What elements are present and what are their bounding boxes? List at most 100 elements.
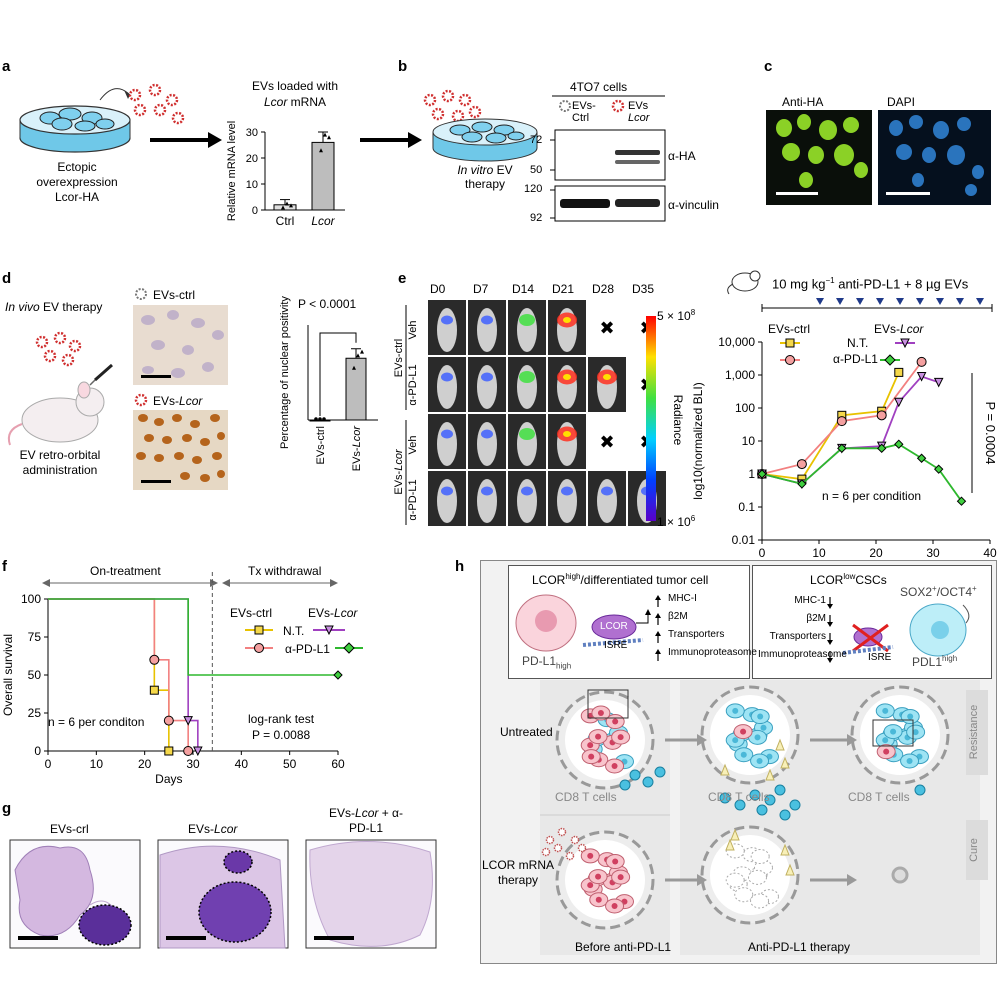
nucleus bbox=[890, 728, 897, 735]
down-item: Immunoproteasome bbox=[758, 649, 847, 660]
mouse-silhouette bbox=[477, 365, 497, 409]
x-tick-label: 40 bbox=[235, 757, 249, 771]
survival-line bbox=[48, 598, 338, 676]
label-dapi: DAPI bbox=[887, 95, 916, 109]
ev-icon-ctrl-d bbox=[135, 288, 147, 300]
mouse-silhouette bbox=[557, 479, 577, 523]
nucleus bbox=[740, 728, 747, 735]
y-tick-label: 20 bbox=[246, 153, 258, 165]
data-point bbox=[836, 416, 847, 427]
sox-oct-label: SOX2+/OCT4+ bbox=[900, 584, 977, 599]
nucleus bbox=[883, 748, 890, 755]
data-point bbox=[956, 496, 967, 506]
dosing-text: 10 mg kg bbox=[772, 276, 826, 292]
in-vitro-caption: In vitro EV therapy bbox=[430, 163, 540, 191]
bli-signal bbox=[519, 314, 535, 326]
data-point bbox=[796, 459, 807, 470]
event-marker bbox=[149, 685, 159, 695]
panel-a-graphics bbox=[19, 83, 422, 153]
bli-image-grid: D0 D7 D14 D21 D28 D35 bbox=[420, 282, 715, 532]
colorbar-bottom: 1 × 106 bbox=[657, 514, 695, 529]
cd8-t-cell bbox=[789, 799, 801, 811]
data-point bbox=[318, 417, 322, 421]
ev-particle bbox=[557, 827, 567, 837]
x-tick-label: 0 bbox=[759, 546, 766, 560]
x-tick-label: 0 bbox=[45, 757, 52, 771]
day-label: D0 bbox=[430, 282, 446, 296]
nucleus bbox=[595, 873, 602, 880]
dead-cell bbox=[748, 869, 768, 885]
mouse-silhouette bbox=[597, 479, 617, 523]
label-prefix: EVs- bbox=[188, 822, 215, 836]
caption-italic: In vitro bbox=[457, 163, 494, 177]
dead-mark: ✖ bbox=[599, 318, 614, 338]
ev-particles-a bbox=[128, 83, 185, 125]
radiance-colorbar bbox=[646, 316, 656, 521]
nucleus bbox=[587, 882, 594, 889]
dose-marker bbox=[916, 298, 924, 305]
dose-marker bbox=[836, 298, 844, 305]
zoom-box-right bbox=[872, 719, 914, 747]
logrank-label: log-rank test bbox=[248, 712, 315, 726]
down-list: MHC-1 β2M Transporters Immunoproteasome bbox=[758, 592, 847, 664]
nucleus bbox=[595, 733, 602, 740]
mouse-silhouette bbox=[477, 308, 497, 352]
label-italic: Lcor bbox=[355, 806, 379, 820]
nucleus bbox=[882, 737, 889, 744]
label-italic: Lcor bbox=[179, 394, 203, 408]
sox-sup: + bbox=[932, 584, 937, 593]
bli-signal bbox=[601, 486, 613, 496]
day-label: D7 bbox=[473, 282, 489, 296]
caption-rest: EV therapy bbox=[39, 300, 103, 314]
legend-e-col2: EVs-Lcor bbox=[874, 322, 923, 336]
cd8-label-2: CD8 T cells bbox=[708, 790, 770, 804]
data-point bbox=[876, 410, 887, 421]
mouse-silhouette bbox=[437, 365, 457, 409]
bli-signal bbox=[481, 429, 493, 439]
lane-line-italic: Lcor bbox=[628, 112, 650, 124]
culture-dish-b bbox=[432, 118, 538, 162]
colorbar-label: Radiance bbox=[671, 395, 685, 446]
panel-label-c: c bbox=[764, 58, 773, 75]
x-tick-label: 20 bbox=[138, 757, 152, 771]
data-point bbox=[916, 453, 927, 463]
lane-icon-ctrl bbox=[559, 100, 571, 112]
x-tick-label: 20 bbox=[869, 546, 883, 560]
histology-g bbox=[9, 839, 437, 949]
group-label-ctrl: EVs-ctrl bbox=[393, 339, 405, 378]
arrow-a-to-chart bbox=[150, 132, 222, 148]
panel-label-g: g bbox=[2, 800, 12, 817]
dead-mark: ✖ bbox=[599, 432, 614, 452]
immune-attack bbox=[765, 768, 775, 781]
title-rest: CSCs bbox=[855, 573, 887, 587]
y-tick-label: 10 bbox=[246, 179, 258, 191]
row-label: α-PD-L1 bbox=[407, 364, 419, 405]
y-tick-label: 10,000 bbox=[718, 335, 755, 349]
caption-line: overexpression bbox=[36, 175, 118, 189]
cd8-t-cell bbox=[734, 799, 746, 811]
legend-prefix: EVs- bbox=[874, 322, 901, 336]
mouse-icon-e bbox=[727, 270, 761, 295]
bar bbox=[311, 141, 335, 211]
lane-line: EVs bbox=[628, 100, 649, 112]
immune-attack bbox=[730, 828, 740, 841]
lane-icon-lcor bbox=[611, 99, 625, 113]
bli-signal bbox=[441, 315, 453, 325]
group-prefix: EVs- bbox=[393, 470, 405, 494]
chart-e-line: 0.010.11101001,00010,000010203040Dayslog… bbox=[691, 335, 997, 575]
row-label: Veh bbox=[407, 321, 419, 340]
dose-marker bbox=[976, 298, 984, 305]
band-label-ha: α-HA bbox=[668, 149, 696, 163]
nucleus bbox=[595, 896, 602, 903]
data-point bbox=[281, 205, 285, 210]
nucleus bbox=[760, 724, 767, 731]
dose-marker bbox=[956, 298, 964, 305]
g-label-3: EVs-Lcor + α- PD-L1 bbox=[316, 806, 416, 836]
band-label-vinculin: α-vinculin bbox=[668, 198, 719, 212]
cd8-t-cell bbox=[749, 789, 761, 801]
img-label-evs-lcor: EVs-Lcor bbox=[153, 394, 202, 408]
dead-cell bbox=[725, 872, 745, 888]
panel-label-a: a bbox=[2, 58, 11, 75]
dosing-label: 10 mg kg−1 anti-PD-L1 + 8 µg EVs bbox=[772, 276, 968, 291]
box2-title: LCORlowCSCs bbox=[810, 572, 887, 587]
